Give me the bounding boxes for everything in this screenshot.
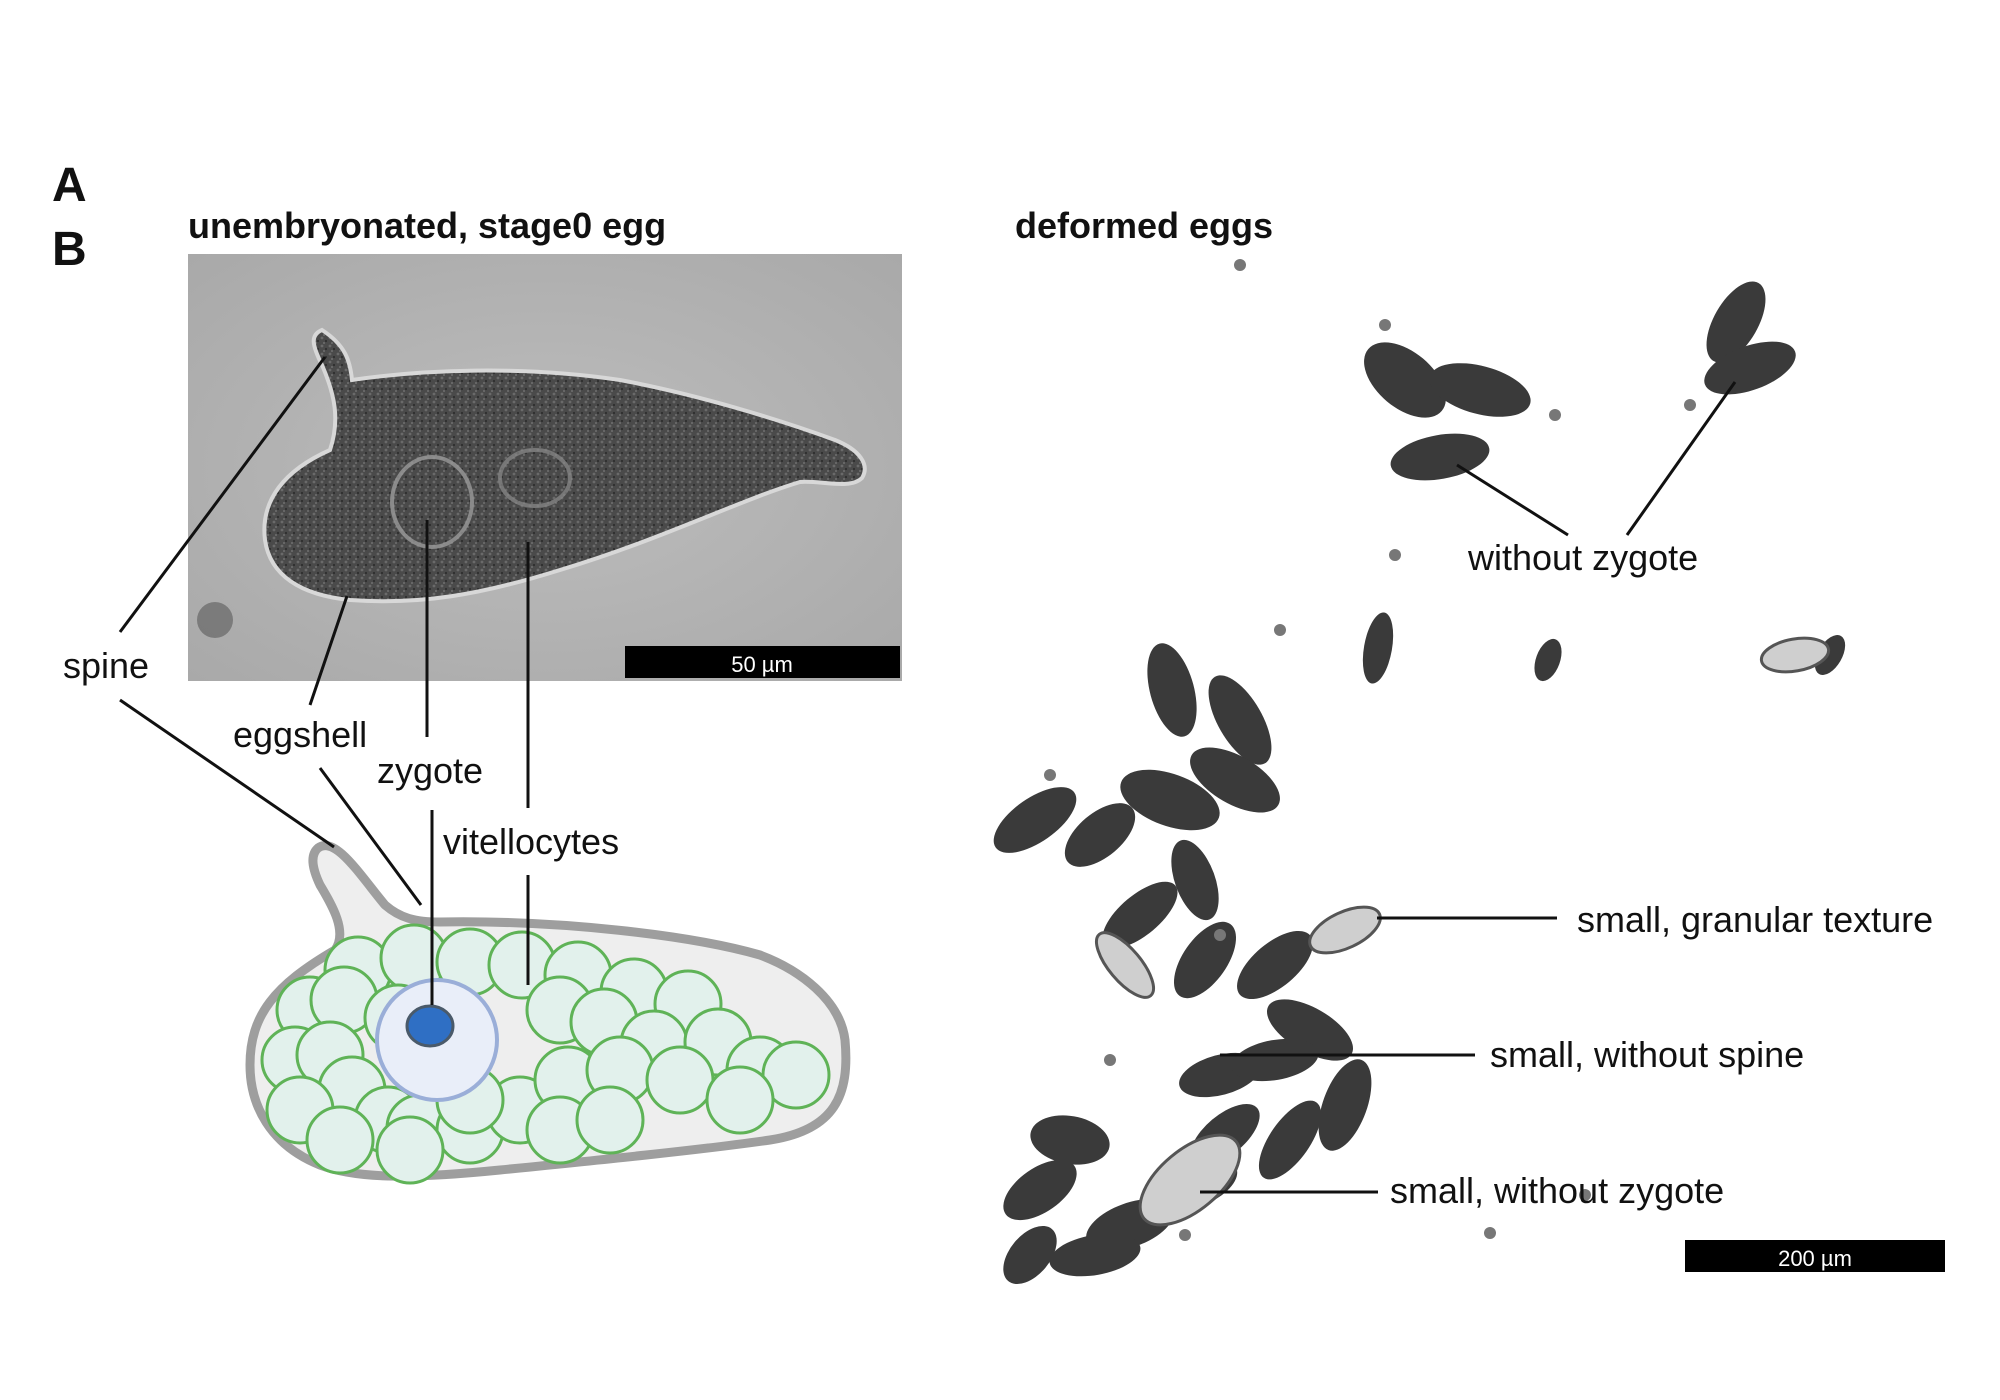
debris-speck: [1179, 1229, 1191, 1241]
pale-egg: [1138, 1133, 1242, 1227]
deformed-egg: [1102, 881, 1178, 949]
scale-bar-b-text: 200 µm: [1778, 1246, 1852, 1271]
deformed-egg: [1171, 839, 1219, 921]
zygote-nucleus: [405, 1004, 455, 1048]
deformed-egg: [1267, 999, 1353, 1061]
vitellocyte-circle: [375, 1115, 445, 1185]
deformed-egg: [1003, 1159, 1077, 1221]
debris-speck: [1484, 1227, 1496, 1239]
pale-egg: [1308, 905, 1382, 955]
leader-spine-upper: [118, 356, 327, 633]
panel-b-title: deformed eggs: [1015, 205, 1274, 246]
deformed-egg: [1147, 643, 1197, 737]
deformed-egg: [1318, 1059, 1372, 1151]
label-small-without-zygote: small, without zygote: [1390, 1170, 1725, 1211]
debris-speck: [1684, 399, 1696, 411]
leader-eggshell-upper: [308, 595, 349, 706]
label-vitellocytes: vitellocytes: [443, 821, 620, 862]
debris-speck: [1549, 409, 1561, 421]
deformed-egg: [1704, 341, 1796, 395]
vitellocyte-circle: [645, 1045, 715, 1115]
debris-speck: [1044, 769, 1056, 781]
debris-speck: [1274, 624, 1286, 636]
vitellocyte-circle: [575, 1085, 645, 1155]
deformed-egg: [1429, 363, 1531, 417]
deformed-egg: [1237, 930, 1313, 1000]
label-without-zygote: without zygote: [1468, 537, 1699, 578]
deformed-egg: [1064, 803, 1136, 867]
deformed-egg: [993, 787, 1077, 853]
pale-egg: [1759, 636, 1831, 674]
panel-letter-b: B: [52, 223, 87, 276]
vitellocyte-cluster: [260, 923, 831, 1185]
leader-lines: [118, 356, 1737, 1194]
label-eggshell: eggshell: [233, 714, 368, 755]
debris-speck: [1214, 929, 1226, 941]
deformed-egg: [1258, 1100, 1322, 1180]
micrograph-a: [188, 254, 902, 681]
deformed-egg: [1362, 612, 1394, 684]
panel-letter-a: A: [52, 159, 87, 212]
panel-a-title: unembryonated, stage0 egg: [188, 205, 667, 246]
deformed-egg: [1208, 675, 1272, 765]
deformed-egg: [1706, 281, 1766, 363]
vitellocyte-circle: [305, 1105, 375, 1175]
debris-speck: [1379, 319, 1391, 331]
deformed-egg: [1231, 1038, 1319, 1082]
deformed-egg: [1190, 747, 1280, 813]
deformed-egg: [1003, 1225, 1057, 1285]
leader-without-zygote-1: [1456, 463, 1569, 537]
scale-bar-a: [625, 646, 900, 678]
label-spine: spine: [63, 645, 150, 686]
deformed-egg: [1364, 342, 1446, 418]
leader-eggshell-lower: [318, 767, 423, 906]
debris-speck: [1234, 259, 1246, 271]
leader-without-zygote-2: [1625, 381, 1737, 536]
egg-schematic: [245, 841, 851, 1185]
label-small-without-spine: small, without spine: [1490, 1034, 1805, 1075]
deformed-egg: [1049, 1233, 1141, 1277]
label-small-granular: small, granular texture: [1577, 899, 1934, 940]
deformed-egg: [1173, 921, 1237, 999]
micrograph-b: 200 µm: [993, 259, 1945, 1285]
vitellocyte-circle: [705, 1065, 775, 1135]
leader-spine-lower: [119, 698, 335, 849]
scale-bar-b: [1685, 1240, 1945, 1272]
scale-bar-a-text: 50 µm: [731, 652, 793, 677]
debris-speck: [1389, 549, 1401, 561]
label-zygote: zygote: [377, 750, 484, 791]
debris-speck: [1579, 1189, 1591, 1201]
deformed-egg: [1030, 1115, 1110, 1165]
debris-speck: [1104, 1054, 1116, 1066]
pale-egg: [1095, 931, 1155, 999]
deformed-egg: [1534, 638, 1562, 682]
deformed-egg: [1120, 769, 1220, 831]
